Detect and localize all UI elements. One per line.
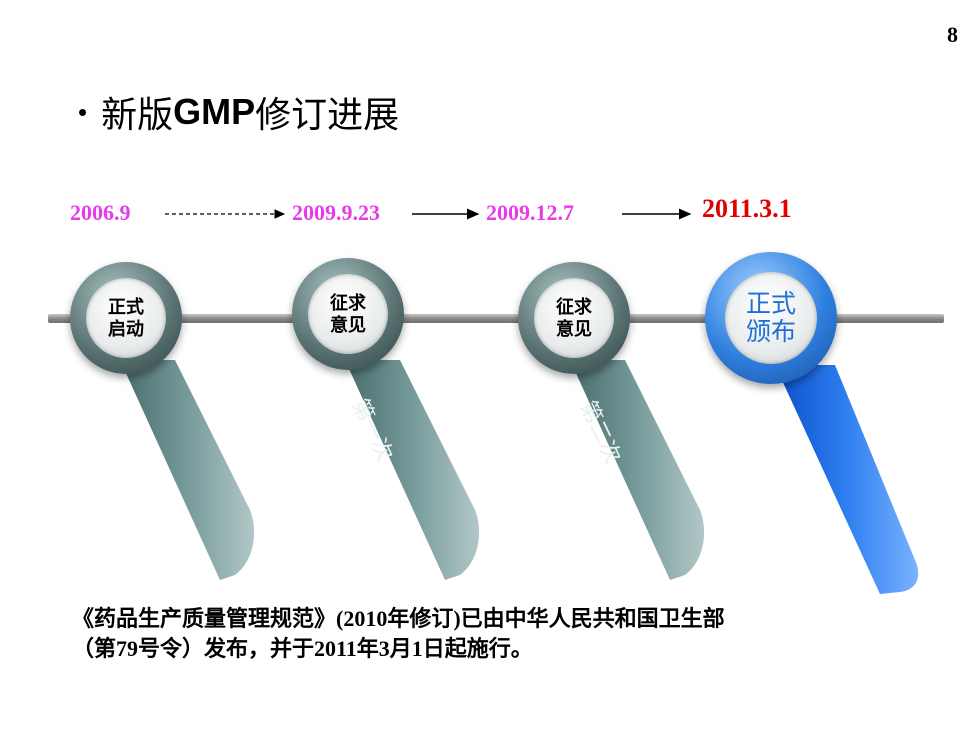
caption-line-1: 《药品生产质量管理规范》(2010年修订)已由中华人民共和国卫生部	[72, 606, 725, 631]
milestone-date-1: 2006.9	[70, 200, 131, 225]
title-text-bold: GMP	[173, 91, 256, 132]
milestone-label-4: 正式 颁布	[745, 290, 796, 346]
milestone-label-3: 征求 意见	[556, 297, 592, 339]
milestone-node-1: 正式 启动	[70, 262, 182, 374]
milestone-label-2: 征求 意见	[330, 293, 366, 335]
milestone-node-2: 征求 意见	[292, 258, 404, 370]
title-text-before: 新版	[101, 94, 174, 135]
page-number: 8	[947, 22, 958, 47]
milestone-date-3: 2009.12.7	[486, 200, 574, 225]
tail-1	[120, 360, 255, 580]
tail-2	[345, 360, 480, 580]
milestone-date-4: 2011.3.1	[702, 194, 792, 223]
milestone-node-4: 正式 颁布	[705, 252, 837, 384]
milestone-node-3: 征求 意见	[518, 262, 630, 374]
timeline-rail	[48, 314, 944, 323]
caption-line-2: （第79号令）发布，并于2011年3月1日起施行。	[72, 636, 533, 661]
slide-title: • 新版 GMP 修订进展	[78, 86, 399, 138]
tail-4	[775, 365, 919, 594]
milestone-label-1: 正式 启动	[108, 297, 144, 339]
bullet-icon: •	[78, 96, 88, 127]
tail-3	[570, 360, 705, 580]
caption: 《药品生产质量管理规范》(2010年修订)已由中华人民共和国卫生部 （第79号令…	[72, 604, 932, 664]
milestone-date-2: 2009.9.23	[292, 200, 380, 225]
title-text-after: 修订进展	[255, 94, 400, 135]
